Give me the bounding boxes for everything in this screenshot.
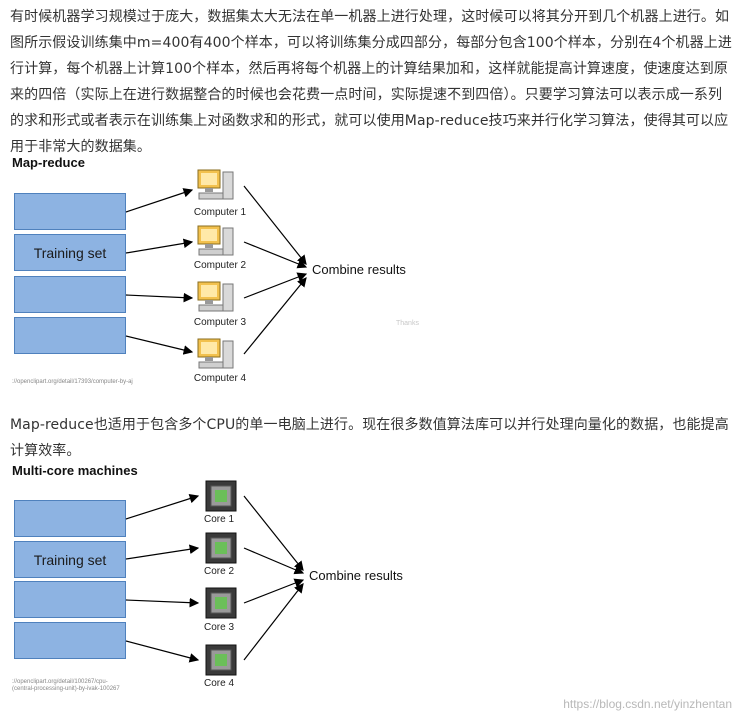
- core-label: Core 3: [203, 622, 234, 633]
- watermark: https://blog.csdn.net/yinzhentan: [563, 697, 732, 711]
- multicore-paragraph: Map-reduce也适用于包含多个CPU的单一电脑上进行。现在很多数值算法库可…: [10, 417, 729, 459]
- training-set-label: Training set: [33, 551, 107, 568]
- arrow: [125, 640, 200, 663]
- cpu-chip-icon: [205, 532, 237, 564]
- data-partition-box: [14, 581, 126, 618]
- arrow: [125, 597, 200, 608]
- arrow: [243, 578, 305, 604]
- data-partition-box: Training set: [14, 541, 126, 578]
- data-partition-box: [14, 276, 126, 313]
- cpu-chip-icon: [205, 480, 237, 512]
- combine-results-label: Combine results: [312, 262, 406, 277]
- cpu-chip-icon: [205, 587, 237, 619]
- computer-icon: [197, 338, 234, 369]
- computer-label: Computer 3: [193, 317, 247, 328]
- arrow: [243, 583, 304, 661]
- computer-icon: [197, 169, 234, 200]
- core-label: Core 2: [203, 566, 234, 577]
- cpu-chip-icon: [205, 644, 237, 676]
- image-credit: ://openclipart.org/detail/100267/cpu- (c…: [12, 679, 120, 692]
- data-partition-box: [14, 622, 126, 659]
- computer-icon: [197, 281, 234, 312]
- core-label: Core 4: [203, 678, 234, 689]
- arrow: [243, 277, 307, 355]
- arrow: [125, 544, 200, 560]
- arrow: [125, 238, 194, 254]
- arrow: [125, 188, 194, 213]
- figure1-title: Map-reduce: [12, 155, 85, 170]
- arrow: [243, 495, 304, 571]
- computer-icon: [197, 225, 234, 256]
- figure2-title: Multi-core machines: [12, 463, 138, 478]
- image-credit: ://openclipart.org/detail/17393/computer…: [12, 379, 133, 385]
- data-partition-box: [14, 193, 126, 230]
- arrow: [125, 335, 194, 355]
- data-partition-box: [14, 500, 126, 537]
- training-set-label: Training set: [33, 244, 107, 261]
- arrow: [125, 292, 194, 303]
- faint-text: Thanks: [396, 320, 419, 327]
- computer-label: Computer 1: [193, 207, 247, 218]
- data-partition-box: Training set: [14, 234, 126, 271]
- arrow: [243, 241, 308, 269]
- arrow: [243, 185, 307, 265]
- intro-paragraph: 有时候机器学习规模过于庞大，数据集太大无法在单一机器上进行处理，这时候可以将其分…: [10, 9, 732, 155]
- arrow: [125, 493, 200, 520]
- computer-label: Computer 4: [193, 373, 247, 384]
- data-partition-box: [14, 317, 126, 354]
- arrow: [243, 547, 305, 575]
- combine-results-label: Combine results: [309, 568, 403, 583]
- arrow: [243, 272, 308, 299]
- core-label: Core 1: [203, 514, 234, 525]
- computer-label: Computer 2: [193, 260, 247, 271]
